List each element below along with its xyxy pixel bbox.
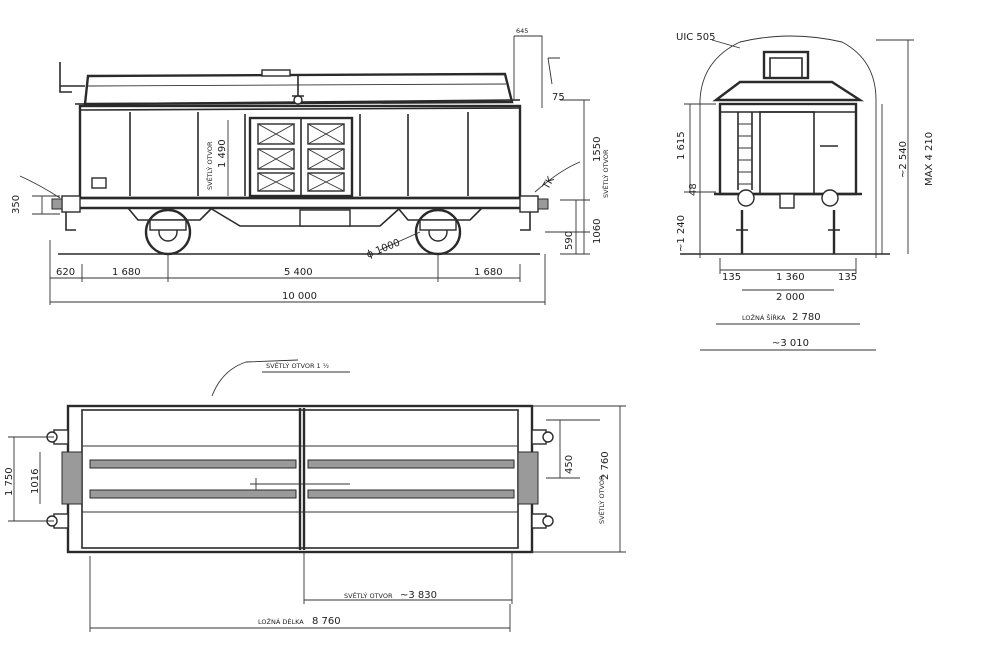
dim-bed-width: 2 780 — [792, 312, 821, 323]
end-roof-hatch — [762, 50, 810, 80]
dim-door-span: 5 400 — [284, 267, 313, 278]
plan-end-block-left — [61, 451, 83, 505]
plan-dimension-lines — [8, 405, 626, 632]
side-body — [78, 104, 522, 200]
gauge-outline — [699, 35, 877, 258]
dim-buffer-spacing: 1 750 — [4, 467, 15, 496]
end-dimension-lines — [684, 39, 914, 351]
dim-inner-width: 1 360 — [776, 272, 805, 283]
dim-buffer-height: 350 — [11, 195, 22, 214]
left-curve-arrow — [19, 175, 61, 199]
plan-door-arc — [211, 359, 299, 397]
dim-gauge: UIC 505 — [676, 32, 716, 43]
dim-side-a: 135 — [722, 272, 741, 283]
end-buffer-right — [821, 189, 839, 207]
side-dimension-lines — [32, 35, 590, 305]
dim-mid-height: ~2 540 — [898, 141, 909, 178]
end-roof — [712, 80, 865, 102]
plan-view: SVĚTLÝ OTVOR 1 ½ 1 750 1016 450 2 760 SV… — [4, 359, 626, 632]
side-roof — [83, 72, 514, 106]
door-panels — [257, 123, 345, 192]
end-view: UIC 505 1 615 48 ~1 240 ~2 540 MAX 4 210… — [676, 32, 935, 351]
label-door-clear: SVĚTLÝ OTVOR — [205, 141, 214, 190]
dim-upper-height: 1 615 — [676, 131, 687, 160]
dim-plan-door-span: ~3 830 — [400, 590, 437, 601]
label-plan-door-bottom: SVĚTLÝ OTVOR — [344, 591, 393, 600]
dim-wheel-diameter: ϕ 1000 — [365, 237, 402, 260]
plan-buffers — [46, 429, 554, 529]
plan-end-block-right — [517, 451, 539, 505]
right-curve-arrow — [534, 161, 581, 193]
end-body — [718, 102, 858, 196]
dim-door-height: 1 490 — [217, 139, 228, 168]
side-buffers — [51, 195, 549, 231]
label-plan-door-top: SVĚTLÝ OTVOR 1 ½ — [266, 361, 329, 370]
dim-buffer-inner: 1016 — [30, 469, 41, 494]
dim-wall-height: 1550 — [592, 137, 603, 162]
dim-step: 48 — [688, 183, 699, 196]
dim-total-length: 10 000 — [282, 291, 317, 302]
bogie-left — [127, 207, 213, 256]
plan-slide-rails — [89, 459, 515, 499]
end-ladder — [737, 112, 753, 190]
underframe — [68, 196, 530, 210]
dim-floor-height: 1060 — [592, 219, 603, 244]
roof-vent — [261, 69, 291, 77]
side-view: 620 1 680 5 400 1 680 10 000 350 1 490 S… — [11, 27, 610, 305]
side-placard — [91, 177, 107, 189]
dim-side-b: 135 — [838, 272, 857, 283]
dim-total-width: ~3 010 — [772, 338, 809, 349]
left-handle — [59, 62, 85, 93]
dim-max-height: MAX 4 210 — [924, 132, 935, 186]
end-coupler — [779, 193, 795, 209]
dim-track-width: 2 000 — [776, 292, 805, 303]
label-plan-side: SVĚTLÝ OTVOR — [597, 475, 606, 524]
dim-overhang: 620 — [56, 267, 75, 278]
dim-axle-to-door: 1 680 — [112, 267, 141, 278]
dim-axle-height: 590 — [564, 231, 575, 250]
label-vertical-clear: SVĚTLÝ OTVOR — [601, 149, 610, 198]
bogie-right — [397, 207, 483, 256]
dim-plan-width: 2 760 — [600, 451, 611, 480]
label-bed-width: LOŽNÁ ŠÍŘKA — [742, 313, 786, 322]
label-plan-bed: LOŽNÁ DÉLKA — [258, 617, 304, 626]
dim-door-to-axle: 1 680 — [474, 267, 503, 278]
dim-roof-a: 645 — [516, 27, 528, 35]
dim-plan-bed-length: 8 760 — [312, 616, 341, 627]
end-wheels — [740, 210, 836, 254]
end-buffer-left — [737, 189, 755, 207]
label-tk: TK — [541, 175, 558, 193]
dim-lower-height: ~1 240 — [676, 215, 687, 252]
dim-roof-b: 75 — [552, 92, 565, 103]
body-stakes — [129, 112, 469, 196]
dim-right-step: 450 — [564, 455, 575, 474]
